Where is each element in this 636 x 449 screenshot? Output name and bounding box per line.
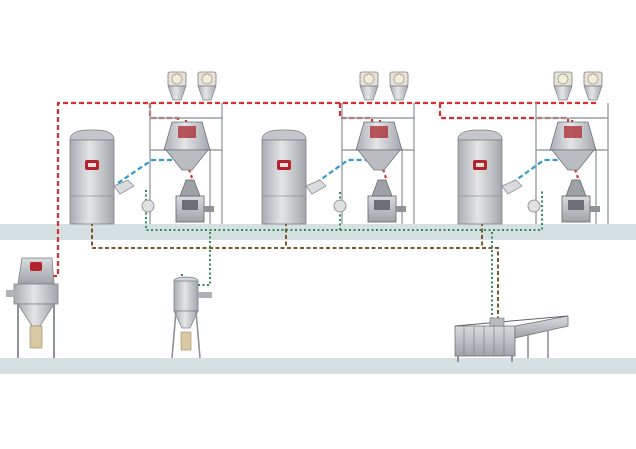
feed-hopper[interactable] xyxy=(197,71,217,101)
vertical-form-fill-seal[interactable] xyxy=(561,179,600,223)
multihead-weigher[interactable] xyxy=(549,121,597,171)
film-roll xyxy=(527,199,541,213)
vertical-form-fill-seal[interactable] xyxy=(175,179,214,223)
vacuum-hose-icon xyxy=(113,179,135,195)
vacuum-hose-icon xyxy=(501,179,523,195)
return-line xyxy=(91,222,499,322)
bulk-bag-discharger[interactable] xyxy=(6,257,59,358)
packaging-station-1[interactable] xyxy=(141,71,223,224)
feed-hopper[interactable] xyxy=(583,71,603,101)
multihead-weigher[interactable] xyxy=(163,121,211,171)
upper-floor xyxy=(0,224,636,240)
vertical-form-fill-seal[interactable] xyxy=(367,179,406,223)
vacuum-receiver[interactable] xyxy=(171,276,212,359)
storage-silo-1[interactable] xyxy=(69,129,135,225)
vacuum-conveying-line xyxy=(117,158,560,184)
storage-silo-2[interactable] xyxy=(261,129,327,225)
ground-floor xyxy=(0,358,636,374)
packaging-station-3[interactable] xyxy=(527,71,609,224)
silo-badge-icon xyxy=(30,262,42,271)
film-roll xyxy=(333,199,347,213)
multihead-weigher[interactable] xyxy=(355,121,403,171)
feed-hopper[interactable] xyxy=(553,71,573,101)
film-roll xyxy=(141,199,155,213)
storage-silo-3[interactable] xyxy=(457,129,523,225)
inclined-conveyor[interactable] xyxy=(454,315,569,362)
feed-hopper[interactable] xyxy=(359,71,379,101)
feed-hopper[interactable] xyxy=(167,71,187,101)
vacuum-hose-icon xyxy=(305,179,327,195)
packaging-station-2[interactable] xyxy=(333,71,415,224)
feed-hopper[interactable] xyxy=(389,71,409,101)
